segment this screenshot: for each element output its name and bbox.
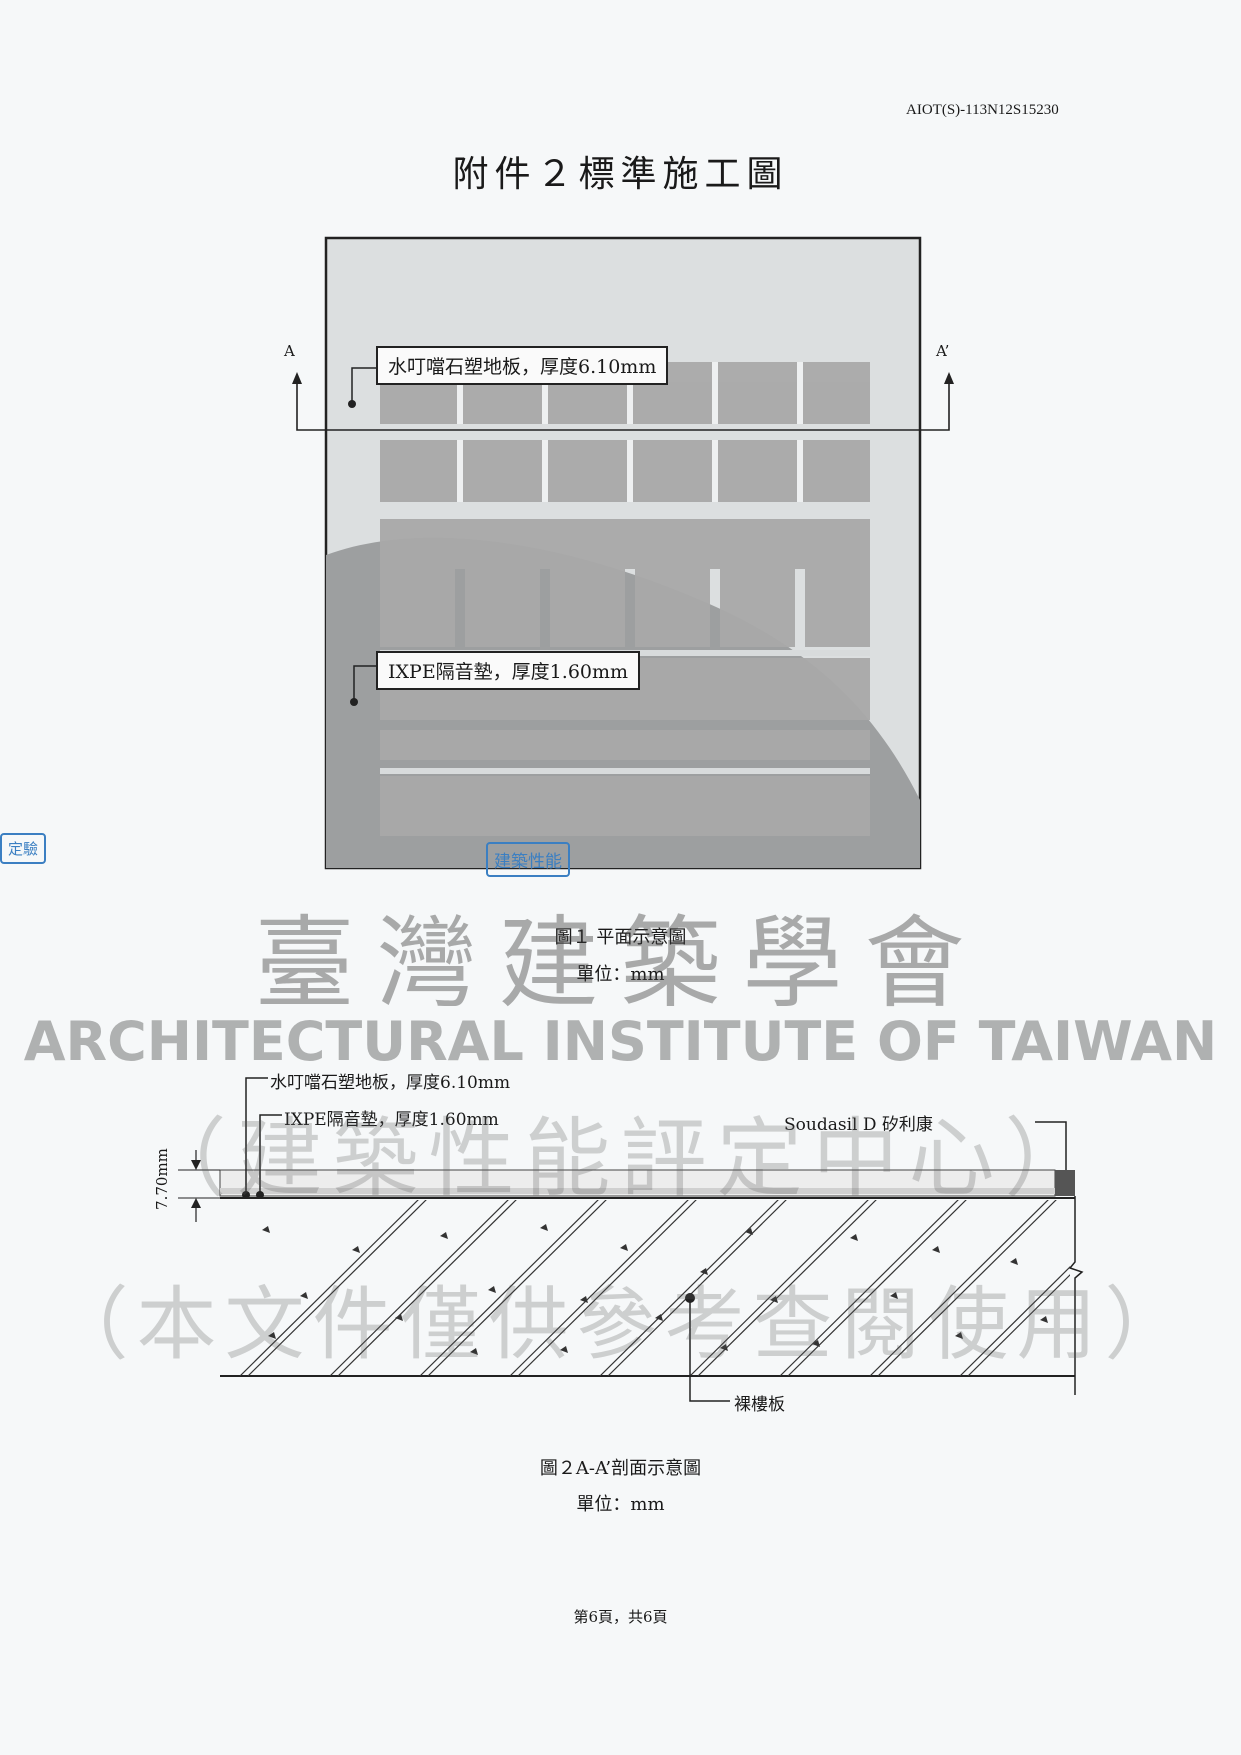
aggregate-marks bbox=[262, 1224, 1048, 1355]
section-label-a-prime: A’ bbox=[936, 342, 950, 360]
document-title: 附件２標準施工圖 bbox=[452, 154, 789, 195]
page-number: 第6頁，共6頁 bbox=[573, 1608, 668, 1626]
leader-sealant bbox=[1035, 1121, 1067, 1170]
section-arrow-a bbox=[292, 372, 302, 384]
section-sealant-label: Soudasil D 矽利康 bbox=[784, 1115, 933, 1135]
plan-pad-label: IXPE隔音墊，厚度1.60mm bbox=[376, 651, 641, 690]
pad-layer bbox=[220, 1188, 1055, 1194]
watermark-org-name: 臺灣建築學會 bbox=[254, 905, 987, 1022]
section-pad-label: IXPE隔音墊，厚度1.60mm bbox=[284, 1110, 499, 1130]
figure2-unit: 單位：mm bbox=[576, 1494, 665, 1515]
leader-floor-section bbox=[245, 1077, 268, 1195]
watermark-line2: （本文件僅供參考查閱使用） bbox=[48, 1278, 1193, 1371]
break-line bbox=[1068, 1196, 1084, 1395]
leader-pad-plan bbox=[353, 665, 376, 702]
section-arrow-a-prime bbox=[944, 372, 954, 384]
slab-hatch bbox=[239, 1200, 1070, 1376]
document-code: AIOT(S)-113N12S15230 bbox=[906, 102, 1059, 118]
leader-floor-plan bbox=[351, 367, 376, 404]
figure1-caption: 圖１ 平面示意圖 bbox=[554, 927, 687, 948]
left-stamp: 定驗 bbox=[0, 833, 47, 864]
sealant-bead bbox=[1055, 1170, 1075, 1196]
center-stamp: 建築性能 bbox=[486, 842, 570, 877]
section-line-a-a bbox=[296, 378, 950, 431]
section-label-a: A bbox=[284, 342, 295, 360]
section-slab-label: 裸樓板 bbox=[734, 1395, 785, 1415]
watermark-org-name-en: ARCHITECTURAL INSTITUTE OF TAIWAN bbox=[23, 1010, 1218, 1073]
figure1-unit: 單位：mm bbox=[576, 964, 665, 985]
watermark-line1: （建築性能評定中心） bbox=[140, 1109, 1101, 1209]
plan-floor-label: 水叮噹石塑地板，厚度6.10mm bbox=[376, 346, 669, 385]
figure2-caption: 圖２A-A’剖面示意圖 bbox=[539, 1458, 702, 1479]
leader-pad-section bbox=[259, 1114, 282, 1195]
section-floor-label: 水叮噹石塑地板，厚度6.10mm bbox=[270, 1073, 511, 1093]
leader-slab bbox=[689, 1298, 730, 1402]
